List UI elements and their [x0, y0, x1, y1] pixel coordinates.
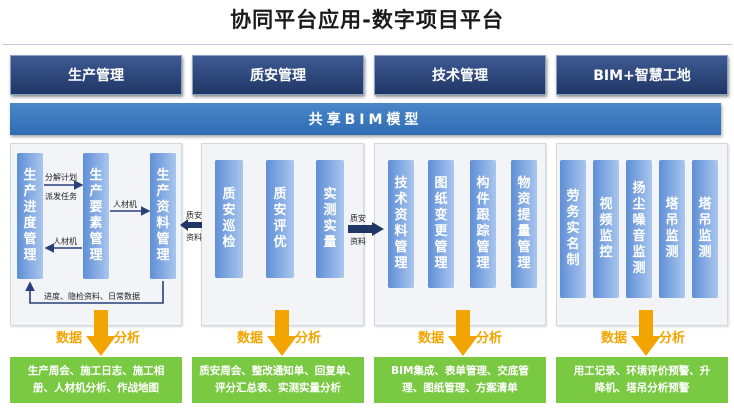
output-line: 册、人材机分析、作战地图 — [33, 382, 159, 394]
bar-material-quantity: 物资提量管理 — [511, 160, 537, 288]
bar-drawing-changes: 图纸变更管理 — [428, 160, 454, 288]
bar-video-monitoring: 视频监控 — [593, 160, 619, 298]
bar-tower-crane-monitoring-1: 塔吊监测 — [659, 160, 685, 298]
title-divider — [2, 44, 732, 45]
bar-tower-crane-monitoring-2: 塔吊监测 — [692, 160, 718, 298]
analysis-arrow-production: 数据 分析 — [56, 310, 146, 358]
output-quality: 质安周会、整改通知单、回复单、评分汇总表、实测实量分析 — [192, 357, 364, 403]
bar-component-tracking: 构件跟踪管理 — [470, 160, 496, 288]
arrow-quality-to-production-icon — [180, 219, 202, 231]
production-arrows — [25, 180, 164, 304]
output-line: 理、图纸管理、方案清单 — [402, 382, 518, 394]
arrow-to-tech-icon — [348, 222, 384, 236]
bar-quality-excellence: 质安评优 — [266, 160, 294, 278]
output-tech: BIM集成、表单管理、交底管理、图纸管理、方案清单 — [374, 357, 546, 403]
analysis-label-a: 数据 — [601, 331, 628, 346]
bar-labor-realname: 劳务实名制 — [560, 160, 586, 298]
bar-measurement: 实测实量 — [316, 160, 344, 278]
shared-bim-model-bar: 共享BIM模型 — [10, 103, 721, 135]
label-decompose-plan: 分解计划 — [45, 173, 77, 182]
analysis-label-b: 分析 — [114, 331, 141, 346]
label-qs-docs-out-1: 质安 — [186, 211, 202, 220]
analysis-label-a: 数据 — [237, 331, 264, 346]
analysis-arrow-tech: 数据 分析 — [418, 310, 508, 358]
down-arrow-icon — [86, 310, 116, 356]
header-quality: 质安管理 — [192, 55, 364, 95]
page-title: 协同平台应用-数字项目平台 — [230, 8, 504, 32]
output-line: 生产周会、施工日志、施工相 — [27, 365, 165, 377]
label-dispatch-task: 派发任务 — [45, 192, 77, 201]
output-line: 评分汇总表、实测实量分析 — [215, 382, 341, 394]
analysis-label-a: 数据 — [56, 331, 83, 346]
label-qs-docs-out-2: 资料 — [186, 233, 202, 242]
analysis-label-a: 数据 — [418, 331, 445, 346]
analysis-label-b: 分析 — [295, 331, 322, 346]
header-production: 生产管理 — [10, 55, 182, 95]
down-arrow-icon — [631, 310, 661, 356]
bar-production-elements: 生产要素管理 — [83, 153, 109, 279]
analysis-label-b: 分析 — [476, 331, 503, 346]
analysis-label-b: 分析 — [659, 331, 686, 346]
label-labor-material-machine-back: 人材机 — [53, 237, 77, 246]
arrow-bottom-loop — [25, 281, 164, 304]
output-production: 生产周会、施工日志、施工相册、人材机分析、作战地图 — [10, 357, 182, 403]
output-smart-site: 用工记录、环境评价预警、升降机、塔吊分析预警 — [556, 357, 728, 403]
output-line: 降机、塔吊分析预警 — [594, 382, 690, 394]
down-arrow-icon — [448, 310, 478, 356]
header-smart-site: BIM+智慧工地 — [556, 55, 728, 95]
label-qs-docs-in-2: 资料 — [350, 237, 366, 246]
bar-quality-inspection: 质安巡检 — [215, 160, 243, 278]
bar-production-progress: 生产进度管理 — [17, 153, 43, 279]
label-qs-docs-in-1: 质安 — [350, 214, 366, 223]
bar-dust-noise-monitoring: 扬尘噪音监测 — [626, 160, 652, 298]
down-arrow-icon — [267, 310, 297, 356]
output-line: 用工记录、环境评价预警、升 — [573, 365, 711, 377]
output-line: 质安周会、整改通知单、回复单、 — [199, 365, 357, 377]
bar-tech-docs: 技术资料管理 — [388, 160, 414, 288]
header-tech: 技术管理 — [374, 55, 546, 95]
bar-production-materials: 生产资料管理 — [150, 153, 176, 279]
label-labor-material-machine-to-materials: 人材机 — [113, 200, 137, 209]
analysis-arrow-smart-site: 数据 分析 — [601, 310, 691, 358]
output-line: BIM集成、表单管理、交底管 — [391, 365, 529, 377]
analysis-arrow-quality: 数据 分析 — [237, 310, 327, 358]
label-bottom-loop: 进度、隐检资料、日常数据 — [44, 292, 140, 301]
